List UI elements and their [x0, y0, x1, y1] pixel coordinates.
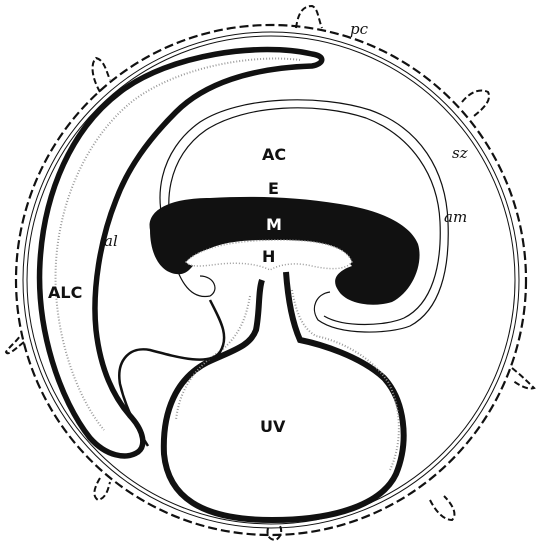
- label-al: al: [104, 232, 118, 250]
- label-am: am: [444, 208, 467, 226]
- label-M: M: [266, 215, 282, 234]
- umbilical-vesicle-wall: [164, 272, 404, 520]
- label-E: E: [268, 179, 279, 198]
- allantoic-duct: [119, 300, 224, 446]
- label-AC: AC: [262, 145, 286, 164]
- label-H: H: [262, 247, 275, 266]
- chorionic-villi: [6, 6, 534, 540]
- label-ALC: ALC: [48, 283, 82, 302]
- label-pc: pc: [350, 20, 369, 38]
- label-sz: sz: [452, 144, 468, 162]
- label-UV: UV: [260, 417, 286, 436]
